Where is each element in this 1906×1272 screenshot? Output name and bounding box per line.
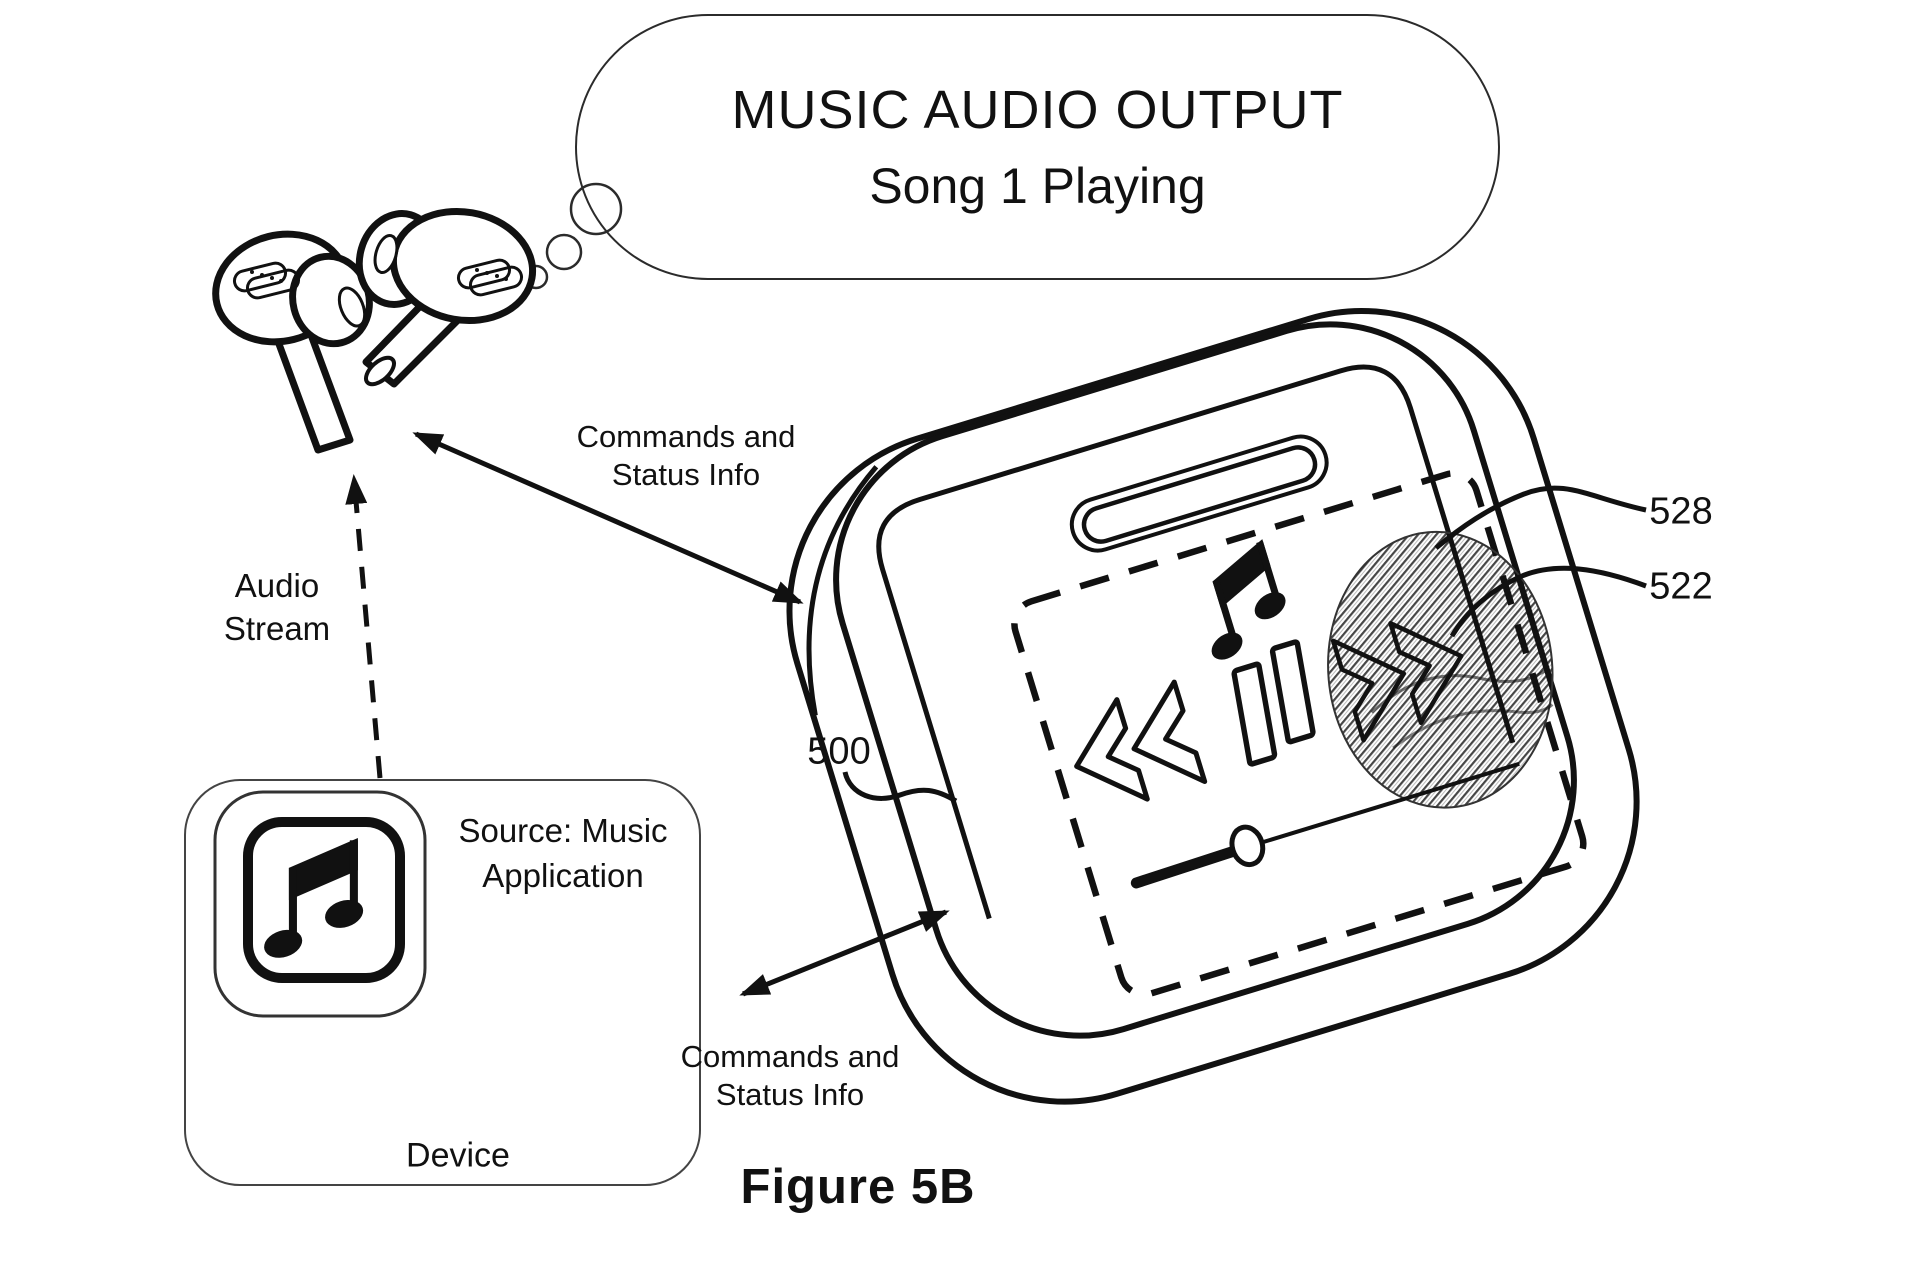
case-lid-edge (876, 364, 1516, 920)
device-label: Device (406, 1136, 510, 1175)
music-app-icon (213, 790, 427, 1018)
commands-lower-arrow (739, 909, 950, 997)
pause-icon[interactable] (1220, 639, 1328, 767)
commands-lower-line1: Commands and (680, 1039, 900, 1074)
ref-500: 500 (807, 730, 871, 773)
ref-528: 528 (1649, 490, 1713, 533)
audio-stream-label: Audio Stream (224, 564, 330, 650)
source-label: Source: Music Application (458, 808, 667, 898)
commands-lower-label: Commands and Status Info (681, 1038, 900, 1114)
source-line1: Source: Music (458, 812, 668, 849)
progress-slider[interactable] (1130, 745, 1525, 899)
wireless-earbuds-icon (212, 207, 537, 454)
commands-upper-arrow (412, 431, 804, 605)
ref-522: 522 (1649, 565, 1713, 608)
case-seam (806, 465, 879, 716)
slider-knob[interactable] (1227, 823, 1267, 868)
audio-stream-line2: Stream (223, 610, 331, 647)
charging-case (786, 307, 1640, 1105)
touch-display[interactable] (1008, 467, 1589, 1000)
music-note-icon (264, 838, 364, 958)
commands-lower-line2: Status Info (715, 1077, 865, 1112)
device-box (184, 779, 701, 1186)
commands-upper-line2: Status Info (611, 457, 761, 492)
leader-528 (1434, 485, 1647, 550)
music-output-bubble: MUSIC AUDIO OUTPUT Song 1 Playing (575, 14, 1500, 280)
audio-stream-arrow (345, 474, 383, 779)
figure-caption: Figure 5B (740, 1160, 976, 1214)
leader-522 (1449, 565, 1647, 638)
commands-upper-label: Commands and Status Info (577, 418, 796, 494)
audio-stream-line1: Audio (234, 567, 320, 604)
fingerprint-touch-icon (1327, 530, 1554, 809)
source-line2: Application (482, 857, 644, 894)
leader-500 (842, 771, 958, 804)
rewind-icon[interactable] (1061, 679, 1208, 816)
bubble-line-1: MUSIC AUDIO OUTPUT (731, 80, 1344, 140)
bubble-line-2: Song 1 Playing (869, 158, 1206, 214)
case-hinge-slot (1069, 434, 1329, 553)
commands-upper-line1: Commands and (576, 419, 796, 454)
music-note-icon (1211, 539, 1286, 660)
